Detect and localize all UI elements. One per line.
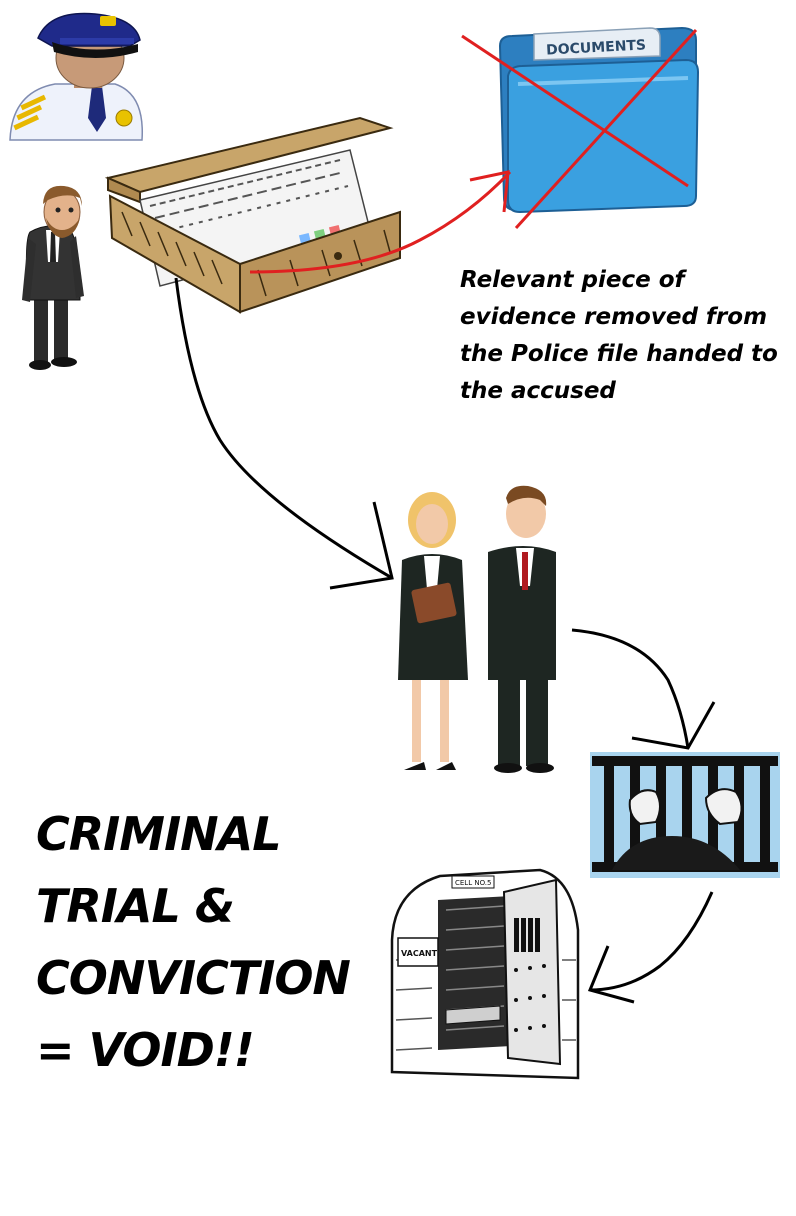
caption-line: Relevant piece of [460, 267, 685, 293]
verdict-line: CRIMINAL [36, 807, 282, 861]
open-cell-door-icon: CELL NO.5 VACANT [390, 868, 580, 1080]
evidence-removed-arrow [249, 170, 512, 274]
evidence-box-icon [104, 116, 401, 314]
cross-out-mark [461, 28, 698, 230]
evidence-caption: Relevant piece of evidence removed from … [460, 262, 780, 410]
cell-number-plate: CELL NO.5 [455, 879, 491, 887]
flow-arrow-jail-to-cell [587, 891, 714, 1004]
documents-tab-label: DOCUMENTS [546, 37, 647, 58]
verdict-line: = VOID!! [36, 1023, 255, 1077]
documents-folder-icon: DOCUMENTS [498, 26, 700, 214]
jail-bars-icon [590, 752, 780, 878]
flow-arrow-lawyers-to-jail [571, 628, 716, 750]
caption-line: the accused [460, 378, 616, 404]
verdict-line: TRIAL & [36, 879, 235, 933]
verdict-line: CONVICTION [36, 951, 351, 1005]
police-officer-icon [9, 12, 144, 141]
flow-arrow-box-to-lawyers [174, 277, 394, 590]
lawyers-icon [398, 485, 556, 773]
vacant-sign-label: VACANT [401, 949, 438, 958]
caption-line: the Police file handed to [460, 341, 778, 367]
verdict-text: CRIMINAL TRIAL & CONVICTION = VOID!! [36, 798, 376, 1086]
caption-line: evidence removed from [460, 304, 768, 330]
suspect-man-icon [22, 185, 84, 370]
